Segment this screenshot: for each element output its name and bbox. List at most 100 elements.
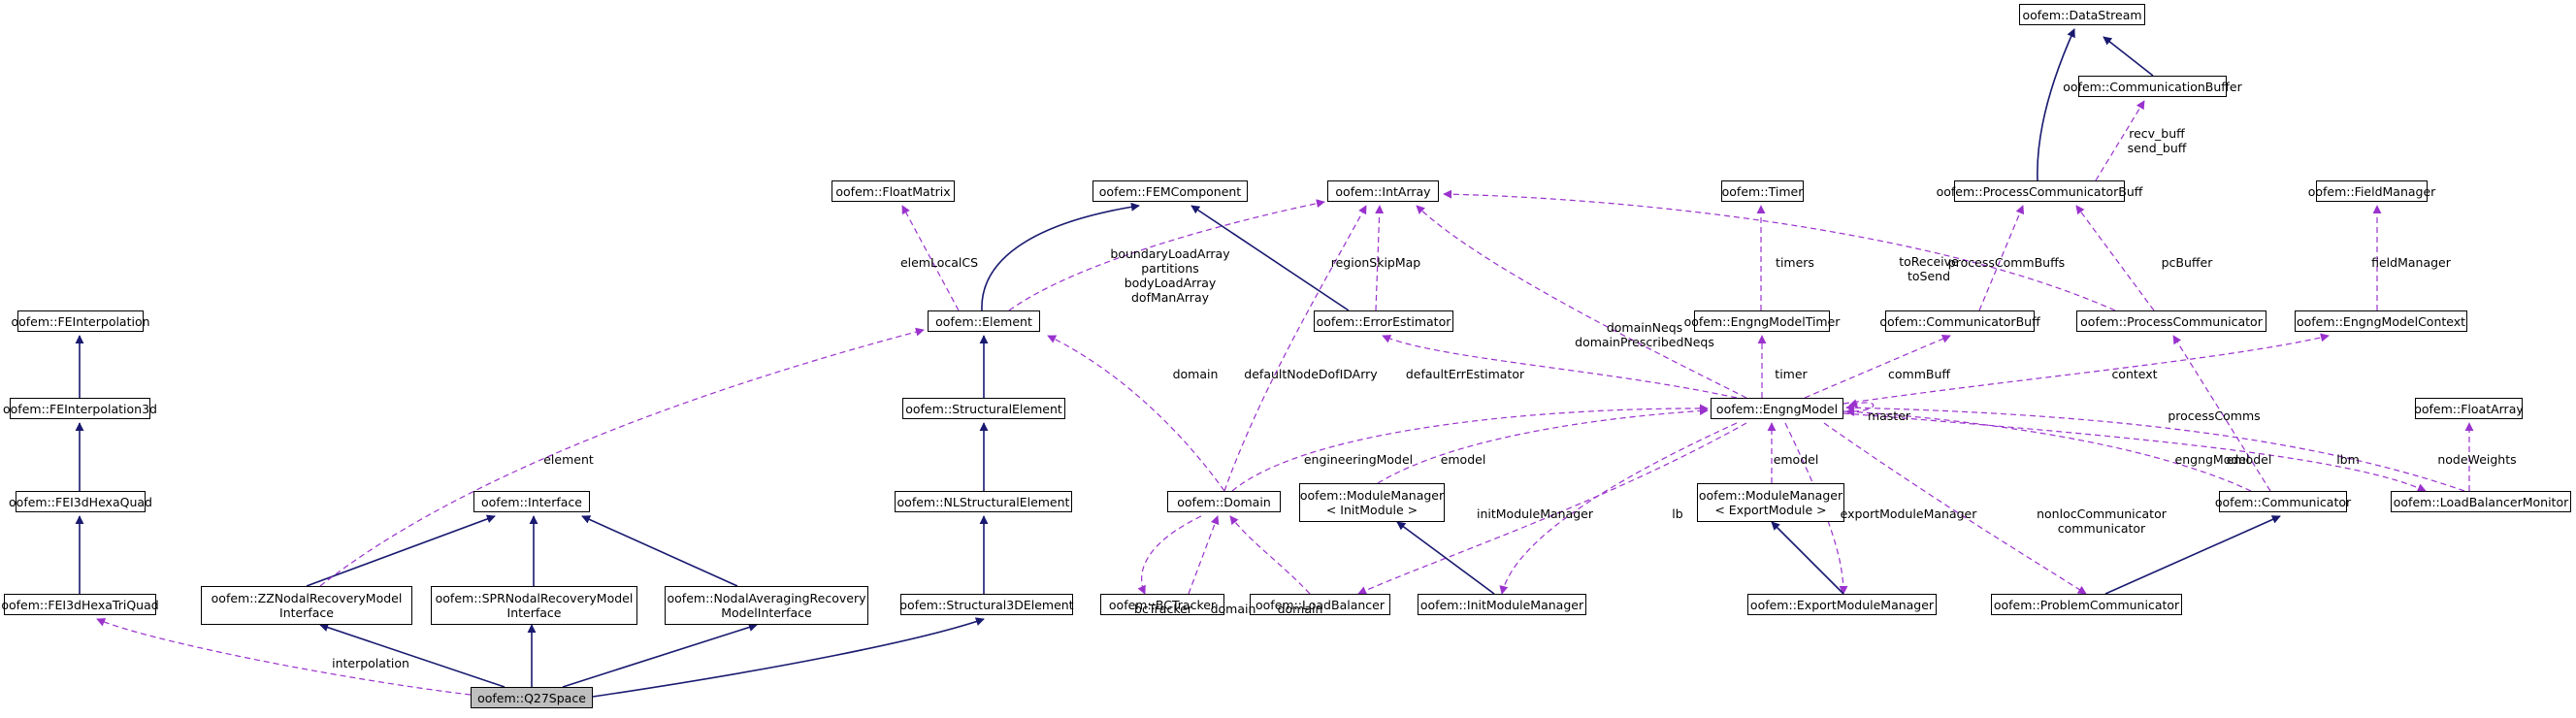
class-node-fei3dhexatriquad[interactable]: oofem::FEI3dHexaTriQuad — [1, 594, 159, 615]
class-node-struct3delement[interactable]: oofem::Structural3DElement — [899, 594, 1074, 615]
usage-edge-loadbalancer-to-domain — [1229, 515, 1311, 595]
class-node-mmexport[interactable]: oofem::ModuleManager< ExportModule > — [1697, 483, 1844, 522]
class-node-nlstructelement[interactable]: oofem::NLStructuralElement — [895, 491, 1072, 512]
edge-label-domain-bctracker: domain — [1211, 602, 1256, 616]
class-node-exportmodulemanager[interactable]: oofem::ExportModuleManager — [1747, 594, 1937, 615]
class-node-label: oofem::StructuralElement — [905, 401, 1062, 416]
inheritance-edge-exportmodulemanager-to-mmexport — [1771, 521, 1844, 595]
class-node-loadbalancer[interactable]: oofem::LoadBalancer — [1250, 594, 1390, 615]
class-node-label: oofem::CommunicatorBuff — [1879, 313, 2040, 329]
usage-edge-element-to-intarray — [1008, 199, 1325, 311]
edge-label-text: toReceive — [1899, 254, 1959, 269]
edge-label-text: timer — [1775, 367, 1808, 381]
class-node-label: oofem::LoadBalancer — [1255, 597, 1385, 612]
inheritance-edge-commbuffer-to-datastream — [2103, 36, 2154, 77]
class-node-feinterp3d[interactable]: oofem::FEInterpolation3d — [3, 398, 157, 419]
class-node-femcomponent[interactable]: oofem::FEMComponent — [1092, 180, 1248, 202]
class-node-interface[interactable]: oofem::Interface — [473, 491, 590, 512]
edge-label-process-comm-buffs: processCommBuffs — [1948, 255, 2065, 270]
class-node-errorestimator[interactable]: oofem::ErrorEstimator — [1314, 310, 1453, 332]
edge-label-text: communicator — [2057, 521, 2146, 536]
class-node-fei3dhexaquad[interactable]: oofem::FEI3dHexaQuad — [9, 491, 152, 512]
class-node-timer[interactable]: oofem::Timer — [1721, 180, 1804, 202]
class-node-label: < ExportModule > — [1714, 503, 1827, 517]
class-node-element[interactable]: oofem::Element — [928, 310, 1040, 332]
class-node-floatarray[interactable]: oofem::FloatArray — [2414, 398, 2524, 419]
edge-label-default-err-estimator: defaultErrEstimator — [1406, 367, 1524, 381]
class-node-label: oofem::InitModuleManager — [1419, 597, 1584, 612]
inheritance-edge-errorestimator-to-femcomponent — [1190, 205, 1350, 311]
edge-label-process-comms: processComms — [2168, 408, 2260, 423]
class-node-structelement[interactable]: oofem::StructuralElement — [902, 398, 1065, 419]
class-node-label: oofem::NodalAveragingRecovery — [667, 591, 866, 605]
edge-label-bc-tracker: bcTracker — [1134, 602, 1192, 616]
class-node-datastream[interactable]: oofem::DataStream — [2019, 4, 2145, 25]
inheritance-edge-q27space-to-zzinterface — [319, 623, 505, 688]
edge-label-text: defaultErrEstimator — [1405, 367, 1525, 381]
class-node-label: oofem::SPRNodalRecoveryModel — [435, 591, 634, 605]
inheritance-edge-nainterface-to-interface — [581, 515, 738, 587]
class-node-commbuffer[interactable]: oofem::CommunicationBuffer — [2063, 76, 2242, 97]
class-node-pcbuff[interactable]: oofem::ProcessCommunicatorBuff — [1937, 180, 2142, 202]
class-node-domain[interactable]: oofem::Domain — [1167, 491, 1281, 512]
edge-label-text: processCommBuffs — [1947, 255, 2066, 270]
usage-edge-errorestimator-to-intarray — [1375, 205, 1385, 311]
class-node-fieldmanager[interactable]: oofem::FieldManager — [2308, 180, 2435, 202]
edge-label-timer: timer — [1775, 367, 1807, 381]
edge-label-text: context — [2111, 367, 2158, 381]
class-node-intarray[interactable]: oofem::IntArray — [1327, 180, 1439, 202]
class-node-problemcomm[interactable]: oofem::ProblemCommunicator — [1991, 594, 2182, 615]
class-node-floatmatrix[interactable]: oofem::FloatMatrix — [831, 180, 955, 202]
class-node-q27space[interactable]: oofem::Q27Space — [471, 687, 593, 708]
class-node-bctracker[interactable]: oofem::BCTracker — [1100, 594, 1224, 615]
edge-label-emodel-mmexport: emodel — [1774, 452, 1819, 467]
class-node-label: oofem::Q27Space — [477, 690, 586, 705]
class-node-initmodulemanager[interactable]: oofem::InitModuleManager — [1418, 594, 1586, 615]
class-node-processcomm[interactable]: oofem::ProcessCommunicator — [2076, 310, 2266, 332]
edge-label-text: initModuleManager — [1476, 506, 1594, 521]
class-node-lbmonitor[interactable]: oofem::LoadBalancerMonitor — [2391, 491, 2571, 512]
inheritance-edge-q27space-to-nainterface — [562, 623, 758, 688]
class-node-mminit[interactable]: oofem::ModuleManager< InitModule > — [1299, 483, 1445, 522]
edge-label-text: partitions — [1141, 261, 1199, 276]
class-node-label: Interface — [506, 605, 562, 620]
class-node-label: oofem::ZZNodalRecoveryModel — [211, 591, 403, 605]
class-node-label: oofem::FEInterpolation3d — [3, 401, 157, 416]
class-node-commbuff[interactable]: oofem::CommunicatorBuff — [1879, 310, 2040, 332]
edge-label-lb: lb — [1672, 506, 1682, 521]
edge-label-text: lbm — [2336, 452, 2360, 467]
class-node-label: oofem::LoadBalancerMonitor — [2393, 494, 2569, 509]
class-node-communicator[interactable]: oofem::Communicator — [2215, 491, 2351, 512]
class-node-label: oofem::IntArray — [1335, 183, 1431, 199]
usage-edge-engngmodel-to-problemcomm — [1823, 422, 2087, 595]
class-node-label: oofem::ProcessCommunicatorBuff — [1936, 183, 2143, 199]
usage-edge-processcomm-to-pcbuff — [2075, 205, 2155, 311]
inheritance-edge-element-to-femcomponent — [981, 202, 1140, 311]
edge-label-context: context — [2111, 367, 2157, 381]
edge-label-text: emodel — [2226, 452, 2272, 467]
usage-edge-zzinterface-to-element — [319, 327, 925, 587]
edge-label-emodel-mminit: emodel — [1441, 452, 1486, 467]
class-node-label: oofem::FloatArray — [2414, 401, 2524, 416]
edge-label-text: domain — [1210, 602, 1256, 616]
edge-label-text: fieldManager — [2371, 255, 2451, 270]
class-node-feinterp[interactable]: oofem::FEInterpolation — [11, 310, 150, 332]
class-node-engngctx[interactable]: oofem::EngngModelContext — [2295, 310, 2467, 332]
edge-label-export-module-manager: exportModuleManager — [1841, 506, 1977, 521]
class-node-label: oofem::FEI3dHexaQuad — [9, 494, 152, 509]
class-node-engngmodeltimer[interactable]: oofem::EngngModelTimer — [1684, 310, 1840, 332]
class-node-engngmodel[interactable]: oofem::EngngModel — [1711, 398, 1843, 419]
edge-label-engineering-model: engineeringModel — [1304, 452, 1413, 467]
edge-label-text: bcTracker — [1134, 602, 1192, 616]
inheritance-edge-q27space-to-struct3delement — [592, 617, 985, 698]
edge-label-text: engngModel — [2174, 452, 2250, 467]
usage-edge-engngmodel-to-exportmodulemanager — [1784, 422, 1848, 595]
edge-label-emodel-comm: emodel — [2227, 452, 2272, 467]
edge-label-domain: domain — [1173, 367, 1219, 381]
